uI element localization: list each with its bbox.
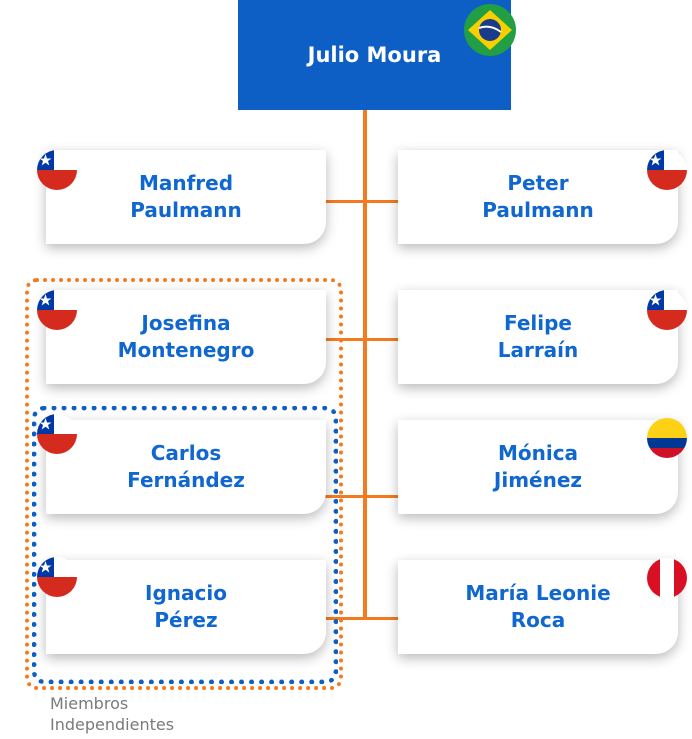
member-name-line: Carlos xyxy=(150,441,222,465)
connector-row-1 xyxy=(314,200,414,203)
connector-row-3 xyxy=(314,495,414,498)
chile-flag-icon xyxy=(647,290,687,330)
member-name-line: Josefina xyxy=(141,311,231,335)
member-name-line: Ignacio xyxy=(145,581,227,605)
member-name-line: Paulmann xyxy=(482,198,594,222)
chile-flag-icon xyxy=(37,557,77,597)
member-name-line: María Leonie xyxy=(465,581,611,605)
chile-flag-icon xyxy=(37,414,77,454)
chile-flag-icon xyxy=(647,150,687,190)
subgroup-outline xyxy=(32,406,338,684)
label-line: Miembros xyxy=(50,694,129,713)
member-name-line: Montenegro xyxy=(117,338,255,362)
member-name-line: Pérez xyxy=(154,608,218,632)
member-name-line: Jiménez xyxy=(493,468,583,492)
member-name-line: Paulmann xyxy=(130,198,242,222)
member-name-line: Roca xyxy=(510,608,566,632)
member-name-line: Larraín xyxy=(497,338,579,362)
trunk-line xyxy=(363,110,367,618)
member-name-line: Mónica xyxy=(497,441,579,465)
member-name-line: Peter xyxy=(507,171,569,195)
brazil-flag-icon xyxy=(464,4,516,56)
connector-row-4 xyxy=(314,617,414,620)
chile-flag-icon xyxy=(37,150,77,190)
independent-members-label: Miembros Independientes xyxy=(50,694,250,736)
member-name-line: Felipe xyxy=(503,311,572,335)
independent-group-outline xyxy=(25,278,343,690)
colombia-flag-icon xyxy=(647,418,687,458)
connector-row-2 xyxy=(314,338,414,341)
member-name-line: Fernández xyxy=(127,468,245,492)
label-line: Independientes xyxy=(50,714,175,734)
chile-flag-icon xyxy=(37,290,77,330)
chairman-name: Julio Moura xyxy=(307,43,442,67)
member-name-line: Manfred xyxy=(138,171,234,195)
peru-flag-icon xyxy=(647,558,687,598)
